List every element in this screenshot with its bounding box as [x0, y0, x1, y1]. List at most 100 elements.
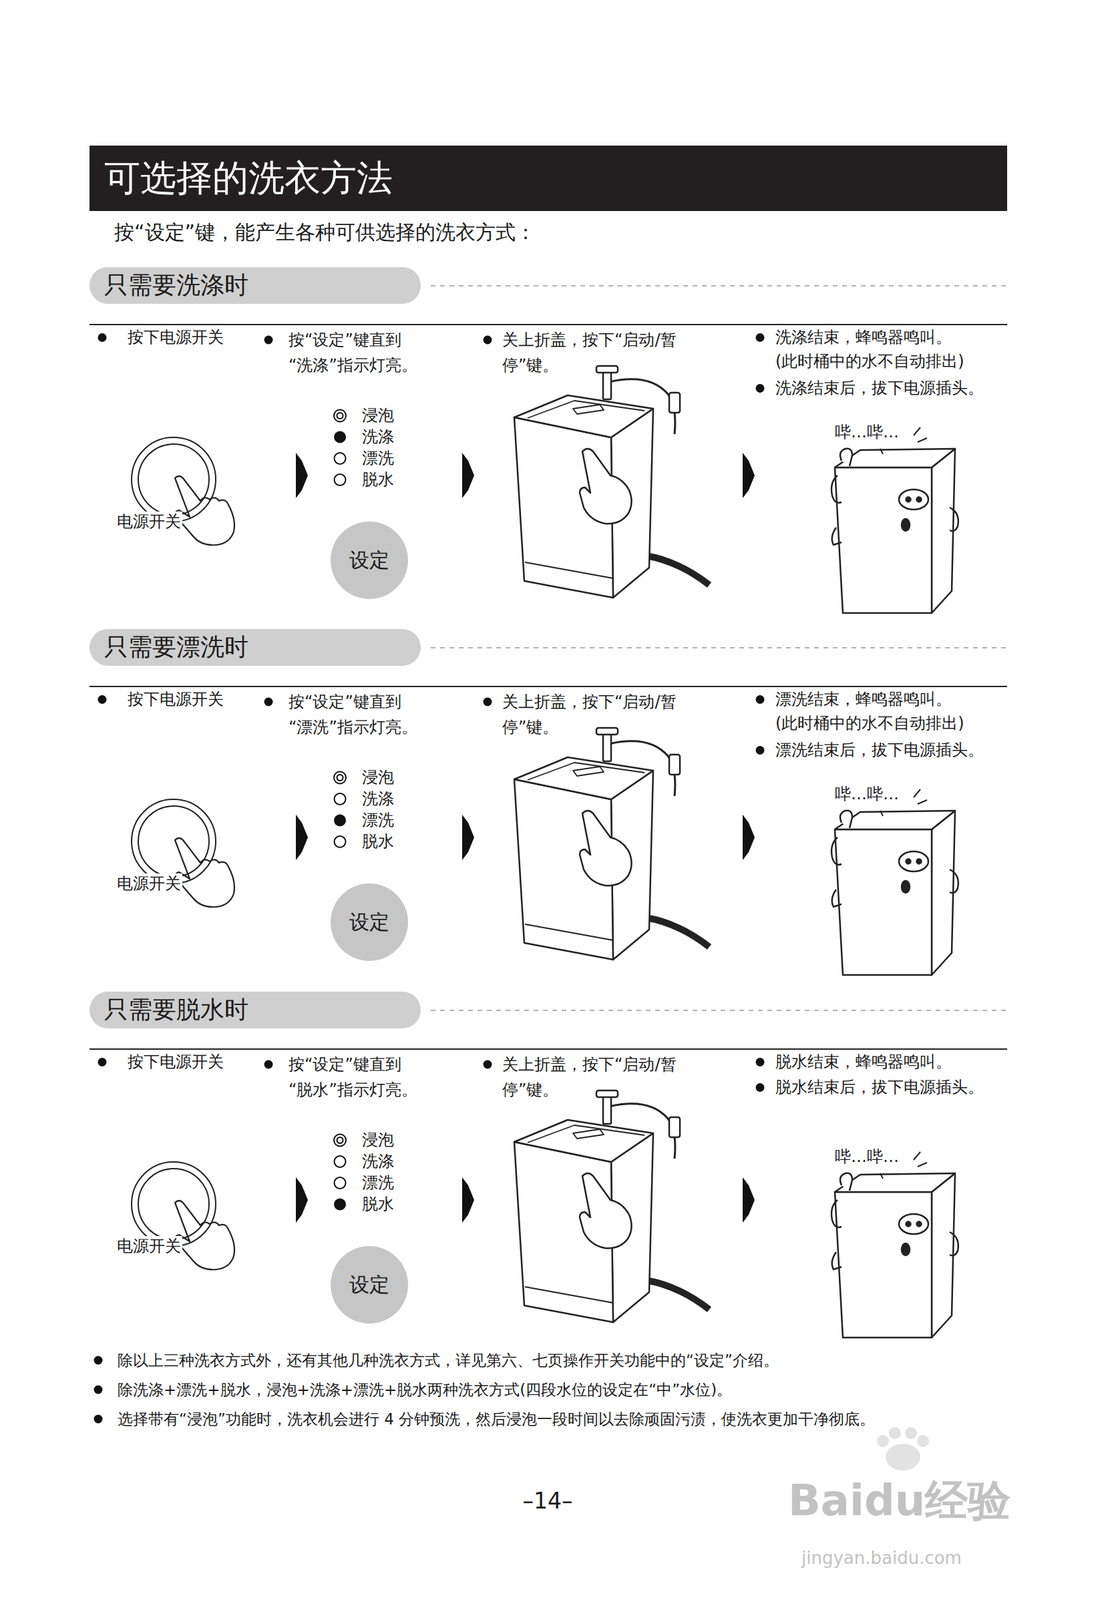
bullet	[756, 1083, 765, 1092]
note-text: 除以上三种洗衣方式外，还有其他几种洗衣方式，详见第六、七页操作开关功能中的“设定…	[117, 1350, 779, 1371]
bullet	[94, 1385, 103, 1395]
title-band: 可选择的洗衣方法	[89, 145, 1008, 212]
watermark-url: jingyan.baidu.com	[801, 1546, 962, 1570]
indicator-label: 脱水	[361, 469, 395, 491]
indicator-label: 浸泡	[361, 405, 395, 427]
step-text: 关上折盖，按下“启动/暂 停”键。	[502, 327, 703, 379]
indicator-label: 洗涤	[361, 426, 395, 448]
node-text: 只需要脱水时	[104, 993, 249, 1027]
step-text: 漂洗结束后，拔下电源插头。	[775, 740, 984, 761]
step-text: 脱水结束，蜂鸣器鸣叫。	[775, 1051, 952, 1073]
dash-rule	[430, 1009, 1008, 1012]
bullet	[98, 333, 107, 342]
step-text: 按下电源开关	[127, 1051, 224, 1073]
set-button: 设定	[330, 883, 409, 962]
indicator-off	[334, 1156, 346, 1168]
step-arrow	[295, 1177, 308, 1223]
switch-label: 电源开关	[115, 1236, 183, 1257]
bullet	[756, 1057, 765, 1067]
step-text: 洗涤结束，蜂鸣器鸣叫。	[775, 327, 952, 348]
set-button: 设定	[330, 1246, 409, 1324]
section-art	[89, 647, 1008, 976]
step-arrow	[462, 452, 475, 499]
bullet	[483, 335, 493, 345]
bullet	[264, 697, 274, 707]
step-text: 按“设定”键直到 “漂洗”指示灯亮。	[288, 689, 449, 741]
step-text: 漂洗结束，蜂鸣器鸣叫。	[775, 689, 952, 710]
indicator-double	[333, 772, 346, 785]
section-pill: 只需要脱水时	[89, 991, 421, 1029]
step-note: (此时桶中的水不自动排出)	[775, 351, 965, 373]
indicator-off	[334, 474, 346, 486]
rule	[89, 1048, 1008, 1050]
washer	[514, 1090, 710, 1323]
watermark: Baidu经验	[788, 1473, 1011, 1529]
node-text: 设定	[349, 1271, 390, 1300]
bullet	[94, 1415, 103, 1424]
dash-rule	[430, 285, 1008, 287]
bullet	[756, 746, 765, 755]
indicator-label: 脱水	[361, 831, 395, 853]
section-pill: 只需要洗涤时	[89, 267, 421, 304]
indicator-label: 浸泡	[361, 1130, 395, 1151]
washer	[514, 727, 710, 960]
bullet	[483, 1060, 493, 1070]
rule	[89, 323, 1008, 326]
rule	[89, 685, 1008, 688]
switch-label: 电源开关	[115, 511, 183, 533]
step-text: 按下电源开关	[127, 327, 224, 348]
step-arrow	[462, 814, 475, 861]
section-art	[89, 285, 1008, 614]
indicator-off	[334, 452, 346, 465]
step-arrow	[295, 814, 308, 861]
power-switch: 电源开关	[130, 436, 217, 523]
intro-text: 按“设定”键，能产生各种可供选择的洗衣方式：	[114, 219, 536, 246]
indicator-label: 脱水	[361, 1194, 395, 1215]
power-switch: 电源开关	[130, 1161, 217, 1247]
hand	[174, 1200, 235, 1270]
step-text: 按下电源开关	[127, 689, 224, 710]
step-arrow	[742, 814, 755, 861]
step-text: 按“设定”键直到 “洗涤”指示灯亮。	[288, 327, 449, 379]
hand	[174, 838, 235, 907]
bullet	[98, 695, 107, 704]
note-text: 选择带有“浸泡”功能时，洗衣机会进行 4 分钟预洗，然后浸泡一段时间以去除顽固污…	[117, 1409, 875, 1430]
bullet	[756, 695, 765, 704]
step-text: 洗涤结束后，拔下电源插头。	[775, 378, 984, 399]
indicator-label: 洗涤	[361, 1151, 395, 1173]
step-text: 脱水结束后，拔下电源插头。	[775, 1077, 984, 1098]
indicator-label: 漂洗	[361, 1172, 395, 1194]
watermark-paw	[876, 1427, 930, 1471]
section-pill: 只需要漂洗时	[89, 629, 421, 666]
beep-text: 哔…哔…	[834, 784, 899, 805]
washer	[514, 365, 710, 598]
beeping-washer	[831, 1173, 959, 1338]
dash-rule	[430, 647, 1008, 649]
step-arrow	[462, 1177, 475, 1223]
indicator-on	[333, 1198, 346, 1211]
bullet	[94, 1356, 103, 1366]
indicator-label: 洗涤	[361, 788, 395, 810]
node-text: 只需要洗涤时	[104, 269, 249, 302]
indicator-double	[333, 410, 346, 423]
bullet	[483, 697, 493, 707]
set-button: 设定	[330, 521, 409, 600]
node-text: 设定	[349, 546, 390, 575]
beep-text: 哔…哔…	[834, 1146, 899, 1168]
hand	[174, 476, 235, 545]
indicator-off	[334, 836, 346, 848]
bullet	[756, 333, 765, 342]
step-text: 按“设定”键直到 “脱水”指示灯亮。	[288, 1051, 449, 1103]
switch-label: 电源开关	[115, 873, 183, 895]
section-art	[89, 1010, 1008, 1338]
switch-ring	[137, 443, 210, 516]
switch-ring	[137, 1168, 210, 1241]
power-switch: 电源开关	[130, 798, 217, 885]
indicator-on	[333, 814, 346, 827]
indicator-double	[333, 1134, 346, 1147]
bullet	[756, 384, 765, 393]
bullet	[264, 1060, 274, 1070]
step-arrow	[295, 452, 308, 499]
node-text: 设定	[349, 908, 390, 937]
